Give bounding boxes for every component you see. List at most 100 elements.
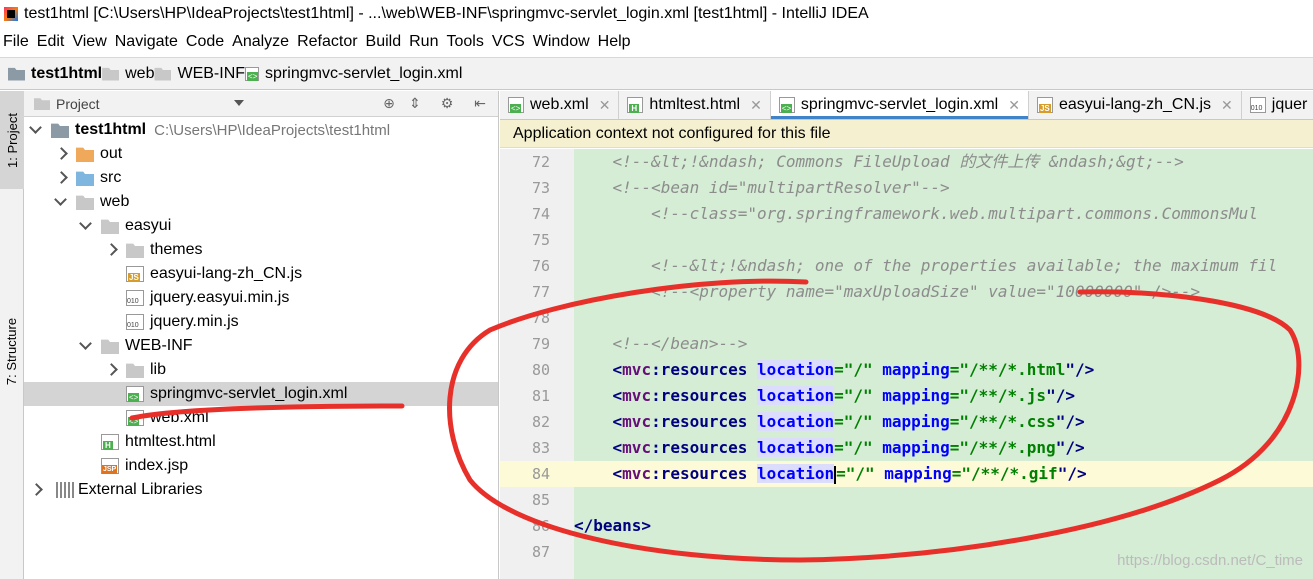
hide-panel-icon[interactable]: ⇤ (474, 96, 486, 112)
js-file-icon (1036, 97, 1053, 113)
tree-item-web-xml[interactable]: web.xml (24, 406, 498, 430)
code-text: <!--class="org.springframework.web.multi… (574, 204, 1258, 223)
menu-window[interactable]: Window (532, 33, 590, 50)
menu-help[interactable]: Help (597, 33, 631, 50)
tree-item-springmvc-servlet-login[interactable]: springmvc-servlet_login.xml (24, 382, 498, 406)
menu-view[interactable]: View (72, 33, 107, 50)
tool-window-strip: 1: Project 7: Structure (0, 91, 24, 579)
gear-icon[interactable]: ⚙ (440, 96, 454, 112)
chevron-right-icon[interactable] (53, 147, 67, 161)
menu-run[interactable]: Run (409, 33, 439, 50)
tree-item-web-inf[interactable]: WEB-INF (24, 334, 498, 358)
close-icon[interactable]: ✕ (1008, 96, 1020, 113)
current-code-line: 84 <mvc:resources location="/" mapping="… (500, 461, 1313, 487)
code-line: 85 (500, 487, 1313, 513)
line-number: 76 (531, 257, 550, 275)
code-text: <mvc:resources location="/" mapping="/**… (612, 386, 1075, 405)
chevron-right-icon[interactable] (103, 243, 117, 257)
code-text: <!--</bean>--> (574, 334, 748, 353)
line-number: 75 (531, 231, 550, 249)
chevron-right-icon[interactable] (53, 171, 67, 185)
line-number: 77 (531, 283, 550, 301)
breadcrumb-web[interactable]: web (102, 65, 154, 83)
code-line: 82 <mvc:resources location="/" mapping="… (500, 409, 1313, 435)
chevron-down-icon[interactable] (28, 123, 42, 137)
breadcrumb: test1html web WEB-INF springmvc-servlet_… (0, 57, 1313, 90)
folder-icon (154, 67, 172, 81)
menu-tools[interactable]: Tools (446, 33, 484, 50)
chevron-down-icon[interactable] (53, 195, 67, 209)
folder-icon (101, 339, 119, 354)
tree-item-out[interactable]: out (24, 142, 498, 166)
tree-item-lib[interactable]: lib (24, 358, 498, 382)
binary-js-file-icon (126, 314, 144, 330)
tree-item-easyui-lang[interactable]: easyui-lang-zh_CN.js (24, 262, 498, 286)
chevron-down-icon[interactable] (78, 219, 92, 233)
menu-vcs[interactable]: VCS (491, 33, 525, 50)
code-text: <!--&lt;!&ndash; one of the properties a… (574, 256, 1278, 275)
chevron-down-icon[interactable] (78, 339, 92, 353)
tool-tab-structure[interactable]: 7: Structure (4, 317, 20, 385)
collapse-all-icon[interactable]: ⇕ (409, 96, 421, 112)
project-folder-icon (51, 123, 69, 138)
breadcrumb-web-inf[interactable]: WEB-INF (154, 65, 245, 83)
menu-analyze[interactable]: Analyze (232, 33, 290, 50)
xml-file-icon (245, 66, 260, 81)
code-line: 86 </beans> (500, 513, 1313, 539)
code-line: 72 <!--&lt;!&ndash; Commons FileUpload 的… (500, 149, 1313, 175)
code-lines: 72 <!--&lt;!&ndash; Commons FileUpload 的… (500, 149, 1313, 579)
folder-icon (126, 363, 144, 378)
menu-build[interactable]: Build (365, 33, 402, 50)
menu-code[interactable]: Code (185, 33, 225, 50)
tree-item-themes[interactable]: themes (24, 238, 498, 262)
menu-navigate[interactable]: Navigate (114, 33, 178, 50)
chevron-down-icon[interactable] (234, 100, 244, 106)
title-bar: test1html [C:\Users\HP\IdeaProjects\test… (0, 0, 1313, 28)
tree-item-htmltest[interactable]: htmltest.html (24, 430, 498, 454)
breadcrumb-file[interactable]: springmvc-servlet_login.xml (245, 65, 462, 83)
xml-file-icon (508, 97, 524, 113)
project-folder-icon (8, 67, 25, 81)
intellij-logo-icon (4, 7, 18, 21)
chevron-right-icon[interactable] (28, 483, 42, 497)
close-icon[interactable]: ✕ (750, 96, 762, 113)
chevron-right-icon[interactable] (103, 363, 117, 377)
code-line: 74 <!--class="org.springframework.web.mu… (500, 201, 1313, 227)
tree-item-web[interactable]: web (24, 190, 498, 214)
watermark: https://blog.csdn.net/C_time (1117, 552, 1303, 569)
close-icon[interactable]: ✕ (1221, 96, 1233, 113)
tool-tab-project[interactable]: 1: Project (0, 91, 24, 189)
menu-file[interactable]: File (3, 33, 29, 50)
tree-item-external-libraries[interactable]: External Libraries (24, 478, 498, 502)
line-number: 74 (531, 205, 550, 223)
close-icon[interactable]: ✕ (598, 96, 611, 113)
tab-easyui-lang[interactable]: easyui-lang-zh_CN.js ✕ (1029, 91, 1242, 119)
tree-item-index-jsp[interactable]: index.jsp (24, 454, 498, 478)
tree-item-src[interactable]: src (24, 166, 498, 190)
menu-refactor[interactable]: Refactor (297, 33, 358, 50)
code-line: 76 <!--&lt;!&ndash; one of the propertie… (500, 253, 1313, 279)
code-line: 73 <!--<bean id="multipartResolver"--> (500, 175, 1313, 201)
code-line: 78 (500, 305, 1313, 331)
locate-icon[interactable]: ⊕ (383, 96, 395, 112)
code-line: 77 <!--<property name="maxUploadSize" va… (500, 279, 1313, 305)
tree-item-test1html[interactable]: test1html C:\Users\HP\IdeaProjects\test1… (24, 118, 498, 142)
line-number: 78 (531, 309, 550, 327)
line-number: 80 (531, 361, 550, 379)
breadcrumb-project[interactable]: test1html (8, 65, 102, 83)
tab-jquery[interactable]: jquer (1242, 91, 1313, 119)
menu-edit[interactable]: Edit (36, 33, 65, 50)
tree-item-jquery-min[interactable]: jquery.min.js (24, 310, 498, 334)
tab-springmvc-servlet-login[interactable]: springmvc-servlet_login.xml ✕ (770, 91, 1029, 119)
tree-item-easyui[interactable]: easyui (24, 214, 498, 238)
jsp-file-icon (101, 458, 119, 474)
project-panel-header: Project ⊕ ⇕ ⚙ ⇤ (24, 91, 498, 117)
code-text: <mvc:resources location="/" mapping="/**… (612, 438, 1085, 457)
line-number: 79 (531, 335, 550, 353)
tab-htmltest[interactable]: htmltest.html ✕ (619, 91, 771, 119)
tree-item-jquery-easyui[interactable]: jquery.easyui.min.js (24, 286, 498, 310)
project-view-selector[interactable]: Project (56, 95, 100, 112)
line-number: 72 (531, 153, 550, 171)
tab-web-xml[interactable]: web.xml ✕ (500, 91, 620, 119)
line-number: 81 (531, 387, 550, 405)
